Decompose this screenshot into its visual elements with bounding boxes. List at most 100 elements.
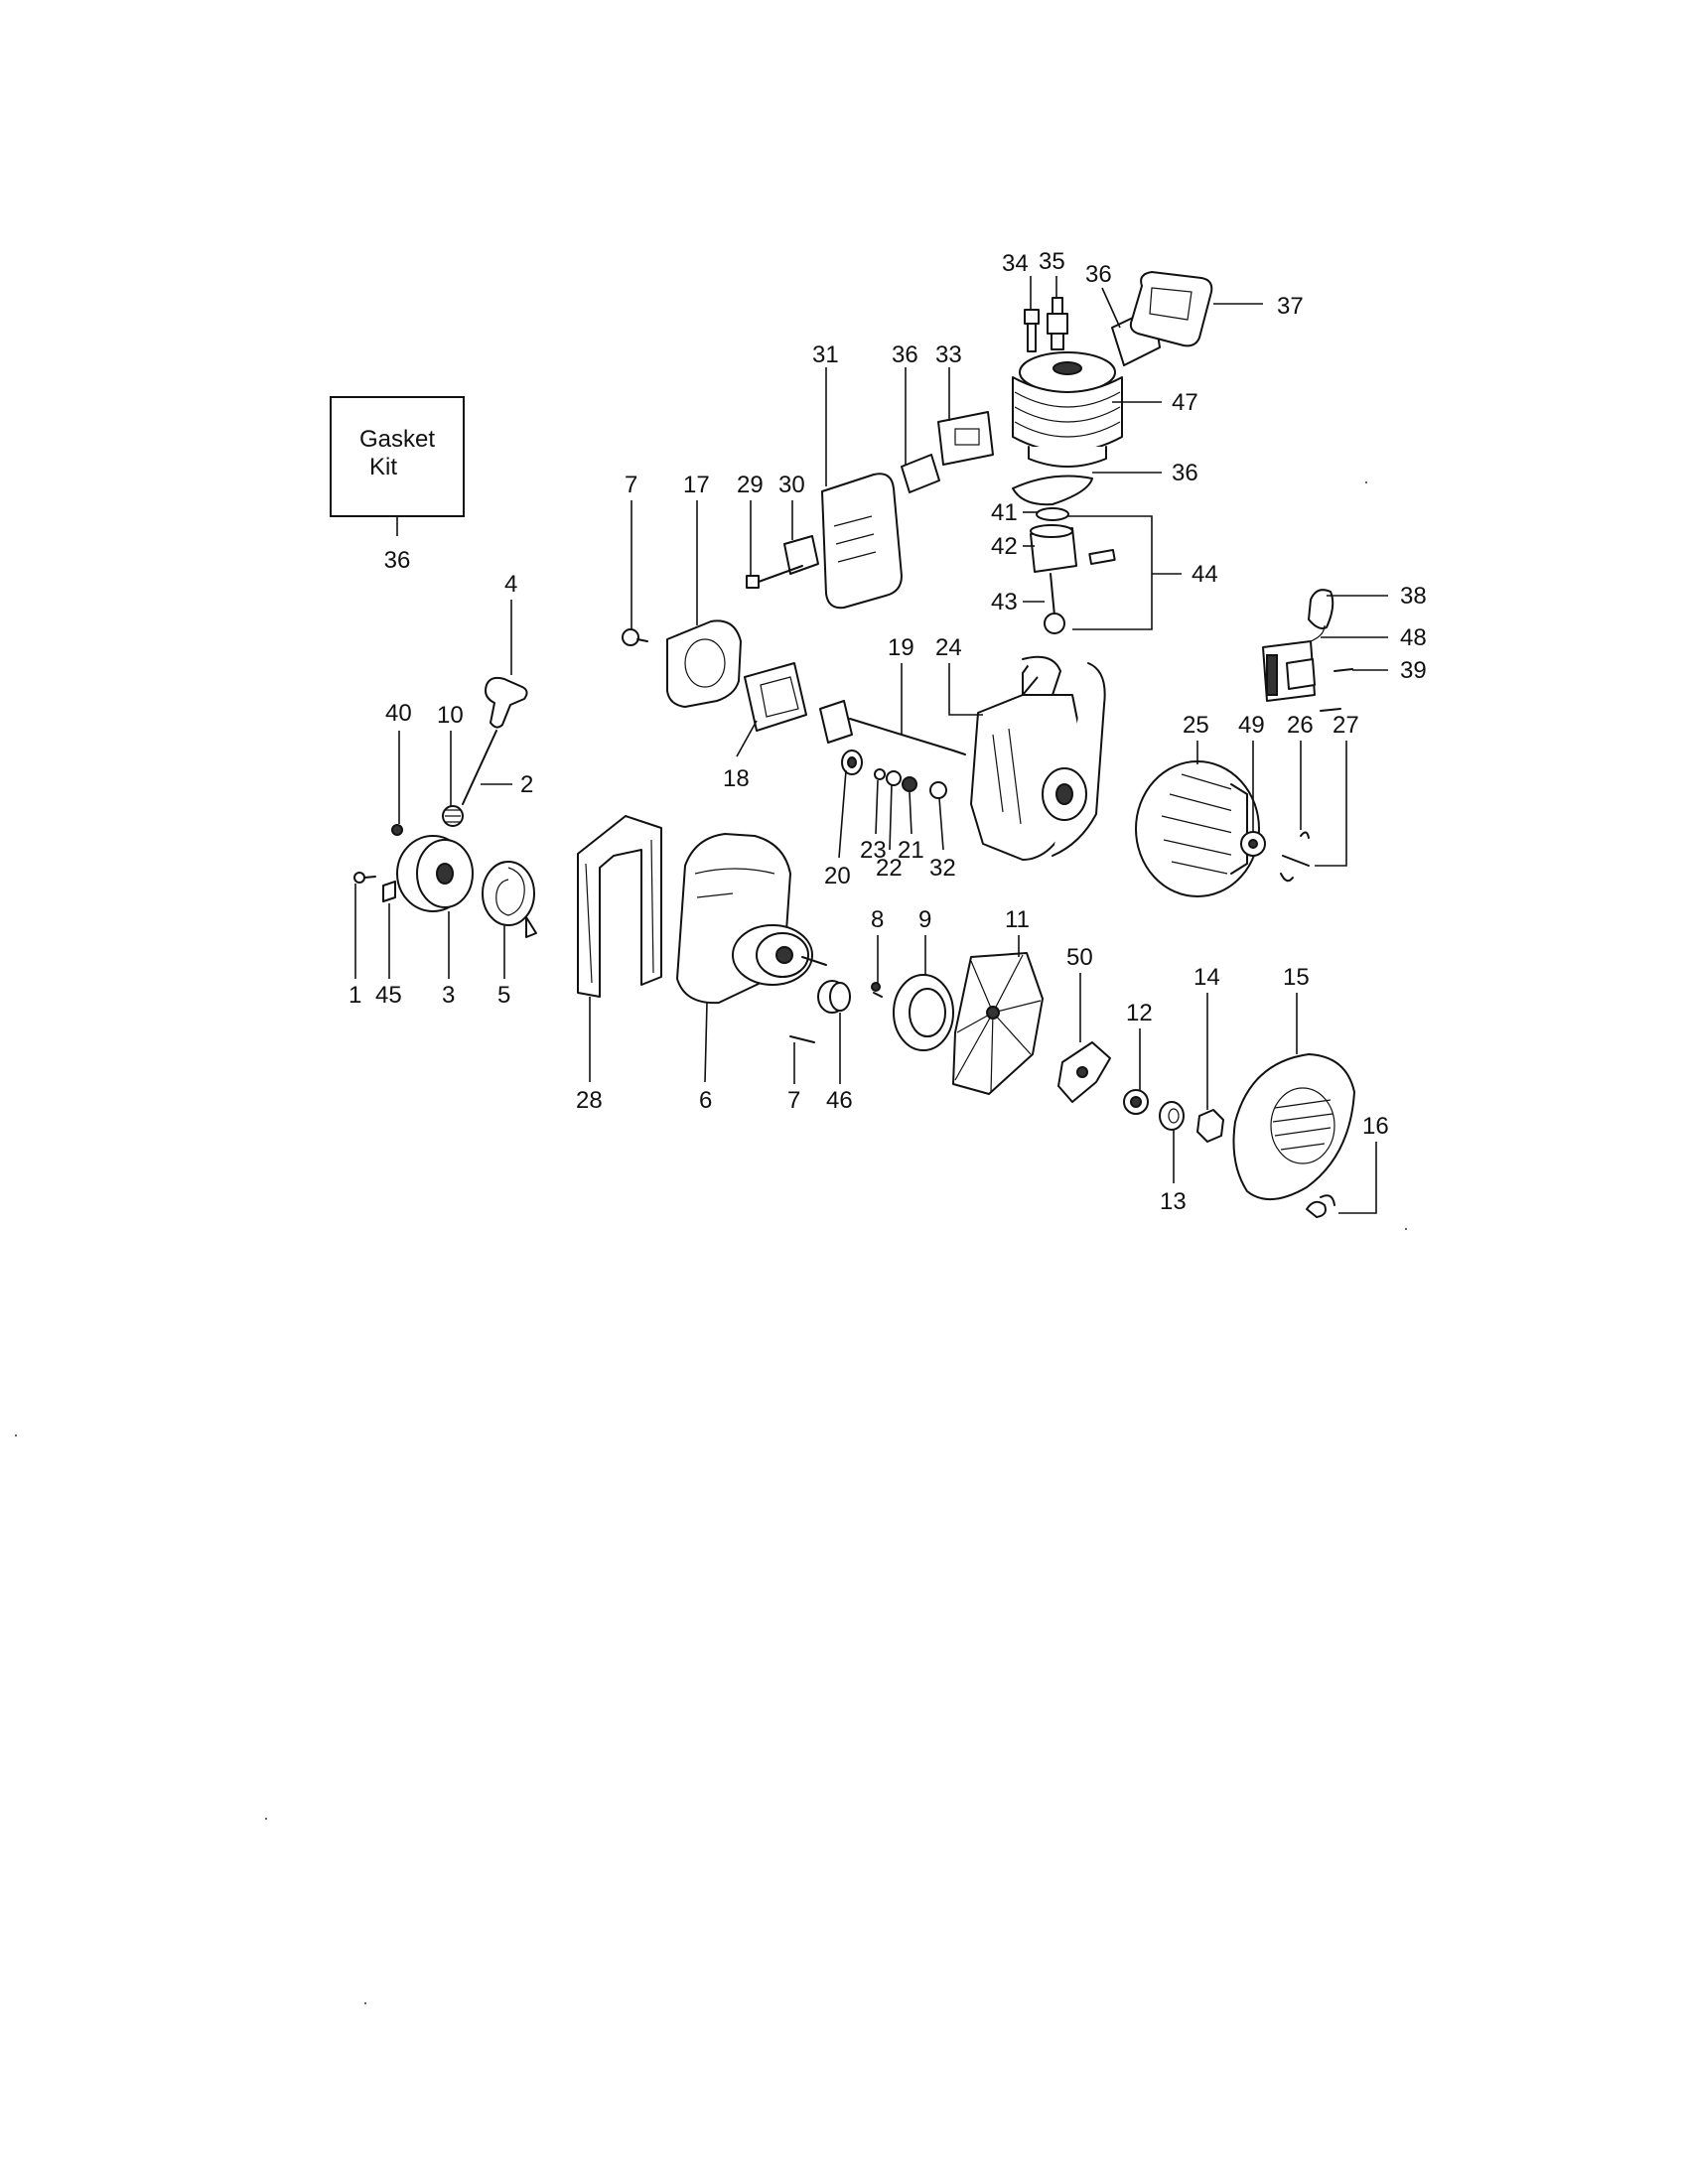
part-17-intake-flange: [666, 619, 742, 708]
part-2-rope: [462, 730, 497, 805]
part-12-washer: [1123, 1089, 1149, 1115]
part-36-gasket-base: [1012, 475, 1093, 506]
callout-8: 8: [871, 906, 884, 933]
part-22-ring: [886, 770, 902, 786]
callout-41: 41: [991, 499, 1018, 526]
callout-9: 9: [918, 906, 931, 933]
callout-3: 3: [442, 982, 455, 1009]
callout-4: 4: [504, 571, 517, 598]
callout-32: 32: [929, 855, 956, 882]
callout-23: 23: [860, 837, 887, 864]
part-7-screw-lower: [789, 956, 883, 1043]
callout-14: 14: [1193, 964, 1220, 991]
gasket-kit-subtitle: Kit: [369, 454, 397, 480]
part-15-cover: [1232, 1053, 1355, 1201]
callout-21: 21: [898, 837, 924, 864]
part-40-screw: [391, 824, 403, 836]
callout-36-base: 36: [1172, 460, 1198, 486]
part-41-ring: [1036, 507, 1069, 521]
callout-12: 12: [1126, 1000, 1153, 1026]
part-7-screw-top: [622, 628, 648, 646]
part-3-pulley: [396, 835, 474, 912]
part-42-piston: [1030, 524, 1116, 573]
callout-38: 38: [1400, 583, 1427, 610]
callout-24: 24: [935, 634, 962, 661]
callout-17: 17: [683, 472, 710, 498]
callout-7-top: 7: [625, 472, 637, 498]
callout-34: 34: [1002, 250, 1029, 277]
callout-29: 29: [737, 472, 764, 498]
part-5-recoil-spring: [482, 861, 537, 938]
gasket-kit-title: Gasket: [359, 426, 435, 453]
part-20-bearing: [841, 750, 863, 775]
callout-37: 37: [1277, 293, 1304, 320]
part-48-ignition-module: [1262, 624, 1326, 702]
gasket-kit-box: Gasket Kit 36: [330, 396, 465, 574]
part-9-plate: [893, 974, 954, 1051]
callout-25: 25: [1183, 712, 1209, 739]
callout-44: 44: [1192, 561, 1218, 588]
part-38-spark-boot: [1308, 589, 1334, 629]
callout-49: 49: [1238, 712, 1265, 739]
part-30-shield: [783, 535, 819, 575]
part-31-muffler: [821, 473, 903, 610]
part-4-handle: [485, 676, 528, 729]
callout-28: 28: [576, 1087, 603, 1114]
callout-46: 46: [826, 1087, 853, 1114]
callout-40: 40: [385, 700, 412, 727]
part-24-crankcase: [970, 655, 1106, 861]
part-29-bolt: [746, 565, 803, 589]
part-47-cylinder: [1012, 351, 1123, 468]
part-26-27-pin: [1280, 831, 1310, 883]
part-8-screw: [871, 982, 881, 992]
gasket-kit-ref: 36: [384, 547, 411, 574]
callout-36-top: 36: [1085, 261, 1112, 288]
scan-specks: [15, 481, 1407, 2004]
callout-39: 39: [1400, 657, 1427, 684]
callout-47: 47: [1172, 389, 1198, 416]
callout-16: 16: [1362, 1113, 1389, 1140]
callout-7-lower: 7: [787, 1087, 800, 1114]
callout-43: 43: [991, 589, 1018, 615]
callout-42: 42: [991, 533, 1018, 560]
part-23-washer: [874, 768, 886, 780]
callout-45: 45: [375, 982, 402, 1009]
callout-2: 2: [520, 771, 533, 798]
part-37-muffler-pad: [1129, 271, 1213, 347]
callout-31: 31: [812, 341, 839, 368]
callout-36-muffler: 36: [892, 341, 918, 368]
callout-26: 26: [1287, 712, 1314, 739]
part-49-nut: [1240, 831, 1266, 857]
part-6-fan-housing: [676, 833, 813, 1005]
callout-48: 48: [1400, 624, 1427, 651]
part-32-clip: [929, 781, 947, 799]
callout-labels: 34 35 36 37 31 36 33 47 36 41 42 43 44 3…: [349, 248, 1427, 1215]
part-28-frame: [577, 815, 662, 998]
part-45-pawl: [382, 881, 396, 902]
callout-30: 30: [778, 472, 805, 498]
part-50-blade: [1057, 1041, 1111, 1103]
part-11-impeller: [952, 952, 1044, 1095]
part-43-connecting-rod: [1044, 573, 1065, 634]
callout-18: 18: [723, 765, 750, 792]
callout-5: 5: [497, 982, 510, 1009]
part-18-gasket: [744, 662, 807, 732]
part-21-seal: [902, 776, 917, 792]
callout-1: 1: [349, 982, 361, 1009]
part-19-crankshaft: [819, 700, 966, 755]
callout-20: 20: [824, 863, 851, 889]
callout-6: 6: [699, 1087, 712, 1114]
part-16-clip: [1306, 1194, 1335, 1218]
callout-50: 50: [1066, 944, 1093, 971]
part-33-gasket: [937, 411, 994, 466]
callout-11: 11: [1005, 906, 1030, 933]
callout-22: 22: [876, 855, 903, 882]
part-34-screw: [1024, 309, 1040, 352]
part-13-washer: [1159, 1101, 1185, 1131]
part-14-nut: [1196, 1109, 1224, 1143]
part-25-flywheel: [1135, 760, 1260, 897]
callout-19: 19: [888, 634, 914, 661]
callout-33: 33: [935, 341, 962, 368]
callout-13: 13: [1160, 1188, 1187, 1215]
